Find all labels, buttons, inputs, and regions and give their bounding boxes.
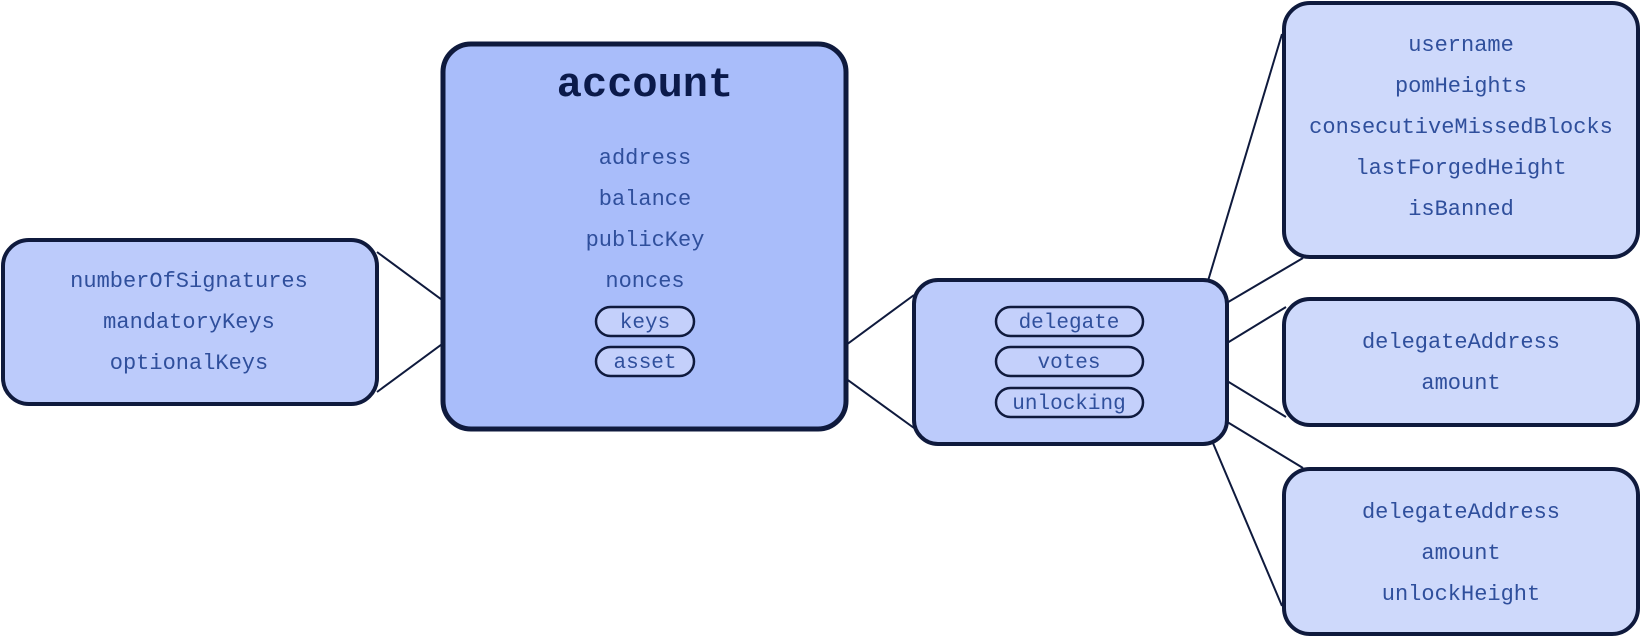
delegate-field-pomheights: pomHeights: [1395, 74, 1527, 99]
keys-pill: [594, 305, 696, 338]
unlocking-pill-label: unlocking: [1012, 393, 1125, 416]
account-field-address: address: [599, 146, 691, 171]
account-field-balance: balance: [599, 187, 691, 212]
votes-pill-label: votes: [1037, 352, 1100, 375]
delegate-pill-label: delegate: [1019, 312, 1120, 335]
votes-field-amount: amount: [1421, 371, 1500, 396]
delegate-box-frame: [1282, 1, 1640, 259]
delegate-field-isbanned: isBanned: [1408, 197, 1514, 222]
account-field-publickey: publicKey: [586, 228, 705, 253]
unlocking-box-frame: [1282, 467, 1640, 636]
votes-pill: [994, 345, 1145, 378]
account-box-frame: [440, 41, 849, 432]
keys-box-frame: [1, 238, 379, 406]
keys-field-mandatorykeys: mandatoryKeys: [103, 310, 275, 335]
account-field-nonces: nonces: [605, 269, 684, 294]
unlocking-field-delegateaddress: delegateAddress: [1362, 500, 1560, 525]
asset-pill: [594, 345, 696, 378]
asset-pill-label: asset: [613, 352, 676, 375]
keys-field-numberofsignatures: numberOfSignatures: [70, 269, 308, 294]
votes-field-delegateaddress: delegateAddress: [1362, 330, 1560, 355]
delegate-field-username: username: [1408, 33, 1514, 58]
delegate-field-consecutivemissedblocks: consecutiveMissedBlocks: [1309, 115, 1613, 140]
votes-box-frame: [1282, 297, 1640, 427]
account-title: account: [557, 61, 733, 109]
unlocking-field-unlockheight: unlockHeight: [1382, 582, 1540, 607]
keys-box: numberOfSignatures mandatoryKeys optiona…: [1, 238, 379, 406]
unlocking-box: delegateAddress amount unlockHeight: [1282, 467, 1640, 636]
votes-box: delegateAddress amount: [1282, 297, 1640, 427]
asset-box: delegate votes unlocking: [912, 278, 1229, 446]
keys-pill-label: keys: [620, 312, 670, 335]
unlocking-pill: [994, 386, 1145, 419]
delegate-box: username pomHeights consecutiveMissedBlo…: [1282, 1, 1640, 259]
delegate-pill: [994, 305, 1145, 338]
unlocking-field-amount: amount: [1421, 541, 1500, 566]
keys-field-optionalkeys: optionalKeys: [110, 351, 268, 376]
delegate-field-lastforgedheight: lastForgedHeight: [1355, 156, 1566, 181]
account-box: account address balance publicKey nonces…: [440, 41, 849, 432]
